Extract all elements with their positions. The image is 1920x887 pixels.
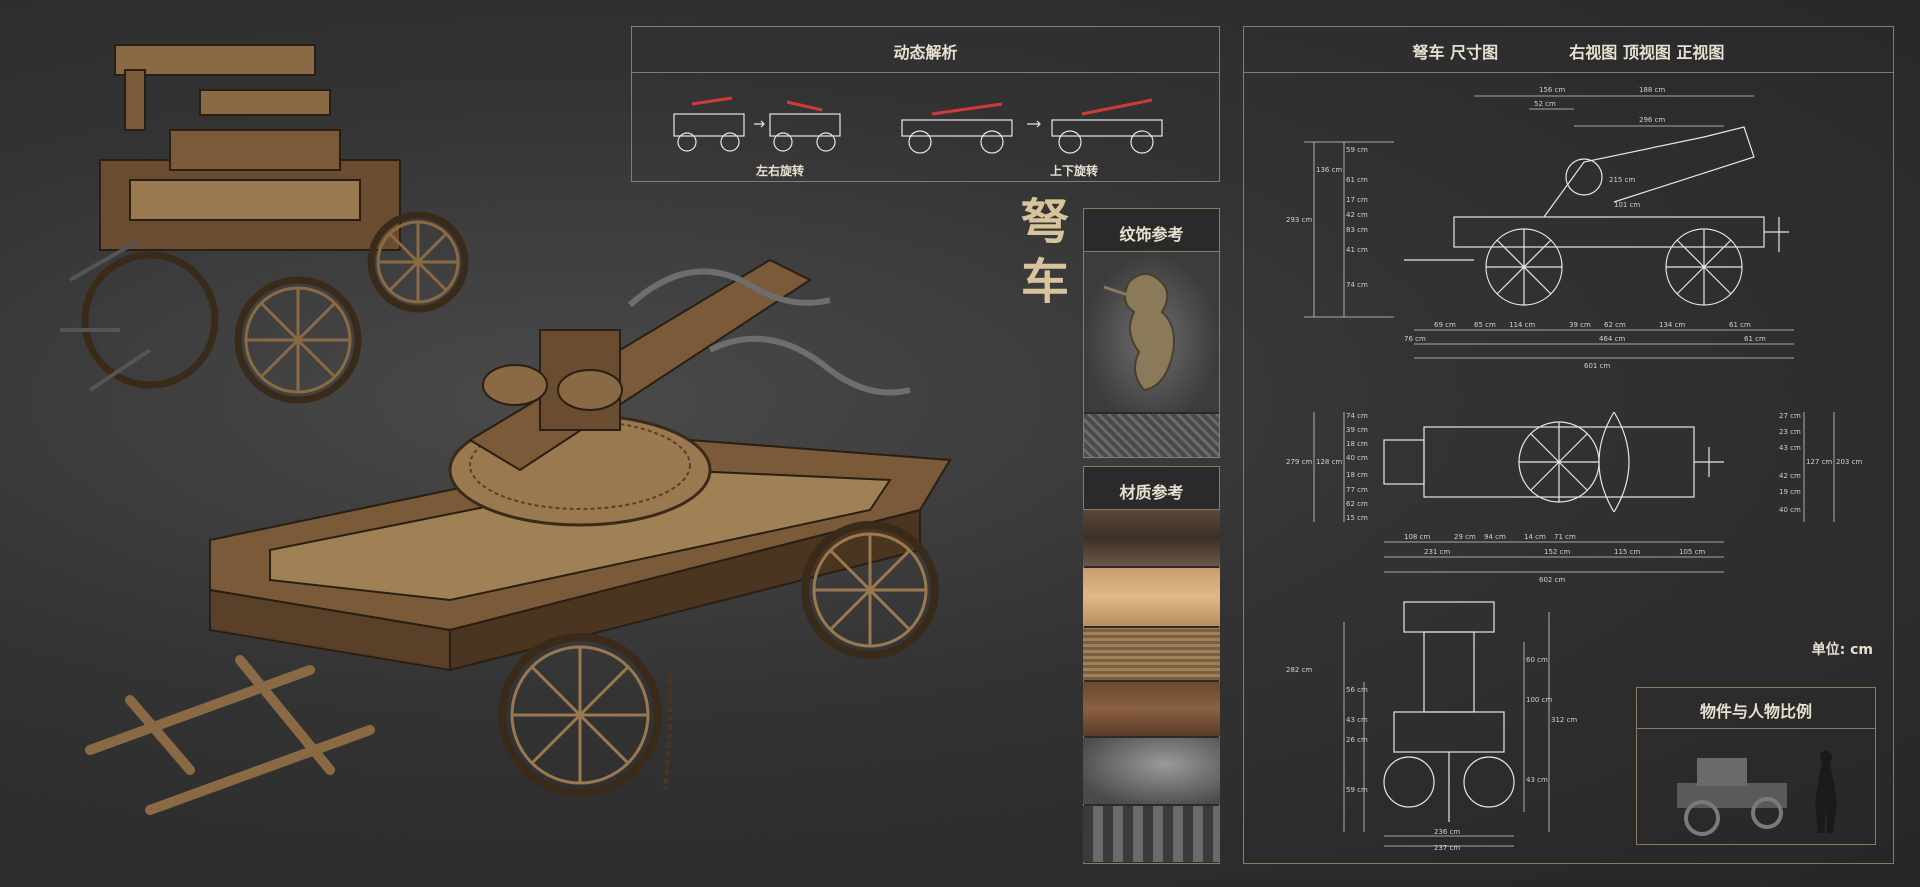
dimension-label: 62 cm: [1346, 500, 1368, 508]
material-title: 材质参考: [1119, 483, 1184, 502]
dimension-label: 136 cm: [1316, 166, 1342, 174]
dimension-label: 100 cm: [1526, 696, 1552, 704]
dimension-label: 56 cm: [1346, 686, 1368, 694]
dimension-label: 43 cm: [1346, 716, 1368, 724]
scale-comparison-image: [1677, 751, 1837, 836]
dimension-label: 61 cm: [1729, 321, 1751, 329]
dimension-label: 43 cm: [1526, 776, 1548, 784]
dimension-label: 114 cm: [1509, 321, 1535, 329]
dynamics-panel: 动态解析 左右旋转 上下旋转: [631, 26, 1220, 182]
scale-panel: 物件与人物比例: [1636, 687, 1876, 845]
dimension-label: 83 cm: [1346, 226, 1368, 234]
dimension-label: 231 cm: [1424, 548, 1450, 556]
dynamics-diagram: [673, 96, 1163, 154]
dimension-label: 61 cm: [1346, 176, 1368, 184]
dimension-label: 128 cm: [1316, 458, 1342, 466]
dimension-label: 188 cm: [1639, 86, 1665, 94]
dimension-label: 101 cm: [1614, 201, 1640, 209]
dimension-label: 77 cm: [1346, 486, 1368, 494]
material-swatch-rope: [1083, 628, 1220, 680]
dimension-label: 127 cm: [1806, 458, 1832, 466]
dimension-label: 105 cm: [1679, 548, 1705, 556]
dimension-label: 39 cm: [1569, 321, 1591, 329]
ornament-panel: 纹饰参考: [1083, 208, 1220, 458]
dimension-label: 282 cm: [1286, 666, 1312, 674]
dimension-label: 40 cm: [1779, 506, 1801, 514]
dimension-label: 59 cm: [1346, 146, 1368, 154]
main-title: 弩 车: [1015, 192, 1075, 312]
dimension-label: 215 cm: [1609, 176, 1635, 184]
dimension-label: 62 cm: [1604, 321, 1626, 329]
dimension-label: 108 cm: [1404, 533, 1430, 541]
dimension-drawing-panel: 弩车 尺寸图 右视图 顶视图 正视图 156 cm 188 cm 52 cm 296 …: [1243, 26, 1894, 864]
dimension-label: 14 cm: [1524, 533, 1546, 541]
dimension-label: 279 cm: [1286, 458, 1312, 466]
dimension-label: 42 cm: [1346, 211, 1368, 219]
material-swatch-chain: [1083, 806, 1220, 862]
side-view-blueprint: 156 cm 188 cm 52 cm 296 cm 215 cm 101 cm 136 c…: [1286, 86, 1794, 370]
material-swatch-metal: [1083, 738, 1220, 804]
dimension-label: 52 cm: [1534, 100, 1556, 108]
unit-label: 单位: cm: [1811, 642, 1873, 658]
dimension-label: 41 cm: [1346, 246, 1368, 254]
dimension-title: 弩车 尺寸图: [1412, 43, 1499, 62]
dimension-label: 17 cm: [1346, 196, 1368, 204]
caption-left-right-rotation: 左右旋转: [756, 164, 805, 178]
material-swatch-light-wood: [1083, 568, 1220, 626]
dimension-label: 74 cm: [1346, 412, 1368, 420]
dimension-label: 39 cm: [1346, 426, 1368, 434]
ornament-pattern-image: [1084, 414, 1219, 457]
dimension-label: 203 cm: [1836, 458, 1862, 466]
dimension-label: 40 cm: [1346, 454, 1368, 462]
dimension-label: 60 cm: [1526, 656, 1548, 664]
dimension-label: 23 cm: [1779, 428, 1801, 436]
dimension-views: 右视图 顶视图 正视图: [1569, 43, 1725, 62]
caption-up-down-rotation: 上下旋转: [1050, 164, 1099, 178]
dimension-label: 312 cm: [1551, 716, 1577, 724]
dimension-label: 65 cm: [1474, 321, 1496, 329]
material-swatch-dark-wood: [1083, 510, 1220, 566]
dimension-label: 43 cm: [1779, 444, 1801, 452]
dimension-header: 弩车 尺寸图 右视图 顶视图 正视图: [1244, 39, 1893, 63]
dimension-label: 464 cm: [1599, 335, 1625, 343]
dimension-label: 115 cm: [1614, 548, 1640, 556]
dimension-label: 94 cm: [1484, 533, 1506, 541]
ornament-title: 纹饰参考: [1119, 225, 1184, 244]
scale-title: 物件与人物比例: [1699, 702, 1812, 721]
dimension-label: 18 cm: [1346, 471, 1368, 479]
material-swatch-leather: [1083, 682, 1220, 736]
dynamics-title: 动态解析: [893, 43, 958, 62]
main-title-char-1: 弩: [1020, 194, 1069, 250]
dimension-label: 29 cm: [1454, 533, 1476, 541]
dimension-label: 236 cm: [1434, 828, 1460, 836]
dimension-label: 74 cm: [1346, 281, 1368, 289]
dimension-label: 26 cm: [1346, 736, 1368, 744]
dimension-label: 296 cm: [1639, 116, 1665, 124]
ornament-dragon-image: [1084, 252, 1219, 412]
dimension-label: 237 cm: [1434, 844, 1460, 852]
dimension-label: 602 cm: [1539, 576, 1565, 584]
dimension-label: 601 cm: [1584, 362, 1610, 370]
dimension-label: 19 cm: [1779, 488, 1801, 496]
dimension-label: 134 cm: [1659, 321, 1685, 329]
dimension-label: 27 cm: [1779, 412, 1801, 420]
dimension-label: 15 cm: [1346, 514, 1368, 522]
dimension-label: 42 cm: [1779, 472, 1801, 480]
ballista-cart-render-main: [85, 258, 952, 815]
front-view-blueprint: 282 cm 56 cm 43 cm 26 cm 59 cm 60 cm 100 cm 312…: [1286, 601, 1577, 852]
dimension-label: 156 cm: [1539, 86, 1565, 94]
ballista-cart-render-small: [60, 44, 469, 404]
dimension-label: 18 cm: [1346, 440, 1368, 448]
dimension-label: 59 cm: [1346, 786, 1368, 794]
dimension-label: 76 cm: [1404, 335, 1426, 343]
dimension-label: 69 cm: [1434, 321, 1456, 329]
dimension-label: 152 cm: [1544, 548, 1570, 556]
main-title-char-2: 车: [1020, 254, 1069, 310]
top-view-blueprint: 74 cm 39 cm 18 cm 40 cm 279 cm 128 cm 18 cm 77 …: [1286, 411, 1862, 584]
dimension-label: 293 cm: [1286, 216, 1312, 224]
dimension-label: 71 cm: [1554, 533, 1576, 541]
dimension-label: 61 cm: [1744, 335, 1766, 343]
